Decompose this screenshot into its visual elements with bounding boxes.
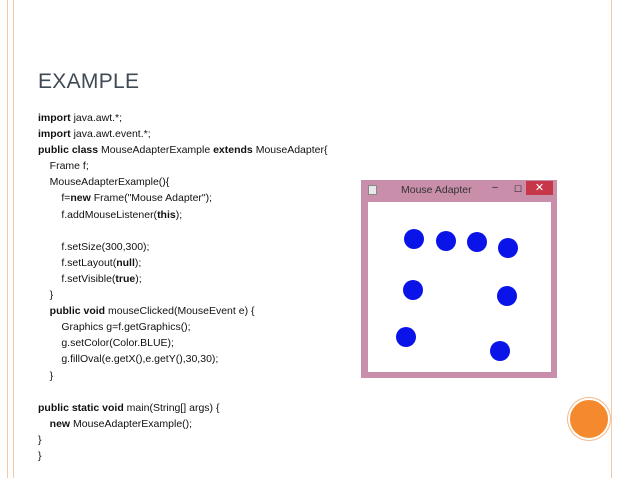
drawing-canvas[interactable] bbox=[368, 202, 551, 372]
code-line: MouseAdapterExample(){ bbox=[38, 174, 328, 190]
code-line: Graphics g=f.getGraphics(); bbox=[38, 319, 328, 335]
code-line: public class MouseAdapterExample extends… bbox=[38, 142, 328, 158]
blue-circle bbox=[497, 286, 517, 306]
left-border-line-inner bbox=[13, 0, 14, 478]
code-keyword: public static void bbox=[38, 401, 124, 414]
code-text: MouseAdapter{ bbox=[252, 144, 328, 157]
code-keyword: null bbox=[116, 256, 135, 269]
code-text: MouseAdapterExample(); bbox=[70, 417, 193, 430]
close-button[interactable]: ✕ bbox=[526, 181, 553, 195]
code-keyword: true bbox=[115, 272, 136, 285]
code-text: f.setLayout( bbox=[38, 256, 117, 269]
code-text: f.setVisible( bbox=[38, 272, 116, 285]
code-listing: import java.awt.*;import java.awt.event.… bbox=[38, 110, 328, 464]
code-line: f.setLayout(null); bbox=[38, 255, 328, 271]
code-text: ); bbox=[135, 272, 142, 285]
code-text: MouseAdapterExample(){ bbox=[38, 176, 170, 189]
code-keyword: this bbox=[157, 208, 176, 221]
code-line: f=new Frame("Mouse Adapter"); bbox=[38, 190, 328, 206]
code-keyword: public class bbox=[38, 144, 99, 157]
code-keyword: import bbox=[38, 128, 71, 141]
code-line: } bbox=[38, 368, 328, 384]
code-line: f.setSize(300,300); bbox=[38, 239, 328, 255]
code-line: public void mouseClicked(MouseEvent e) { bbox=[38, 303, 328, 319]
blue-circle bbox=[498, 238, 518, 258]
code-keyword: extends bbox=[213, 144, 253, 157]
code-line: import java.awt.*; bbox=[38, 110, 328, 126]
code-text bbox=[38, 305, 50, 317]
minimize-button[interactable]: – bbox=[488, 182, 502, 196]
code-line: f.addMouseListener(this); bbox=[38, 207, 328, 223]
code-text: } bbox=[38, 369, 54, 382]
code-line: } bbox=[38, 448, 328, 464]
blue-circle bbox=[396, 327, 416, 347]
right-border-line bbox=[611, 0, 612, 478]
maximize-button[interactable]: ☐ bbox=[511, 182, 525, 196]
window-titlebar[interactable]: Mouse Adapter – ☐ ✕ bbox=[361, 180, 557, 200]
code-keyword: import bbox=[38, 112, 71, 124]
code-line: new MouseAdapterExample(); bbox=[38, 416, 328, 432]
code-line: g.fillOval(e.getX(),e.getY(),30,30); bbox=[38, 351, 328, 367]
blue-circle bbox=[490, 341, 510, 361]
code-text: g.fillOval(e.getX(),e.getY(),30,30); bbox=[38, 353, 219, 366]
code-keyword: new bbox=[49, 417, 71, 430]
code-text: } bbox=[38, 433, 42, 446]
code-text: Frame("Mouse Adapter"); bbox=[90, 192, 213, 205]
code-text: mouseClicked(MouseEvent e) { bbox=[105, 305, 255, 318]
code-text: } bbox=[38, 289, 54, 302]
code-line: } bbox=[38, 432, 328, 448]
code-line bbox=[38, 223, 328, 239]
java-app-icon[interactable] bbox=[368, 185, 377, 195]
code-text bbox=[38, 418, 50, 430]
code-line: Frame f; bbox=[38, 158, 328, 174]
code-text: main(String[] args) { bbox=[123, 401, 220, 414]
code-text: Graphics g=f.getGraphics(); bbox=[38, 321, 191, 334]
code-line: public static void main(String[] args) { bbox=[38, 400, 328, 416]
maximize-icon: ☐ bbox=[513, 184, 523, 194]
code-keyword: new bbox=[70, 192, 91, 205]
left-border-line-outer bbox=[7, 0, 8, 478]
window-title: Mouse Adapter bbox=[401, 184, 472, 196]
code-line: import java.awt.event.*; bbox=[38, 126, 328, 142]
blue-circle bbox=[436, 231, 456, 251]
close-icon: ✕ bbox=[534, 182, 545, 194]
blue-circle bbox=[403, 280, 423, 300]
code-text: f.setSize(300,300); bbox=[38, 240, 150, 253]
code-text: ); bbox=[134, 256, 142, 269]
slide-title: EXAMPLE bbox=[38, 70, 140, 93]
code-line: g.setColor(Color.BLUE); bbox=[38, 335, 328, 351]
mouse-adapter-window[interactable]: Mouse Adapter – ☐ ✕ bbox=[361, 180, 557, 378]
code-keyword: public void bbox=[49, 305, 106, 318]
code-text: Frame f; bbox=[38, 160, 89, 173]
code-text: f.addMouseListener( bbox=[38, 208, 158, 221]
decorative-orange-circle bbox=[568, 398, 610, 440]
code-text: ); bbox=[175, 208, 183, 221]
code-text: java.awt.*; bbox=[70, 112, 123, 124]
code-text: java.awt.event.*; bbox=[70, 128, 151, 141]
code-line: } bbox=[38, 287, 328, 303]
code-text: } bbox=[38, 449, 42, 462]
code-text: f= bbox=[38, 192, 71, 205]
code-text: g.setColor(Color.BLUE); bbox=[38, 337, 174, 350]
code-text: MouseAdapterExample bbox=[98, 144, 214, 157]
blue-circle bbox=[404, 229, 424, 249]
blue-circle bbox=[467, 232, 487, 252]
minimize-icon: – bbox=[492, 182, 498, 193]
code-line: f.setVisible(true); bbox=[38, 271, 328, 287]
code-line bbox=[38, 384, 328, 400]
